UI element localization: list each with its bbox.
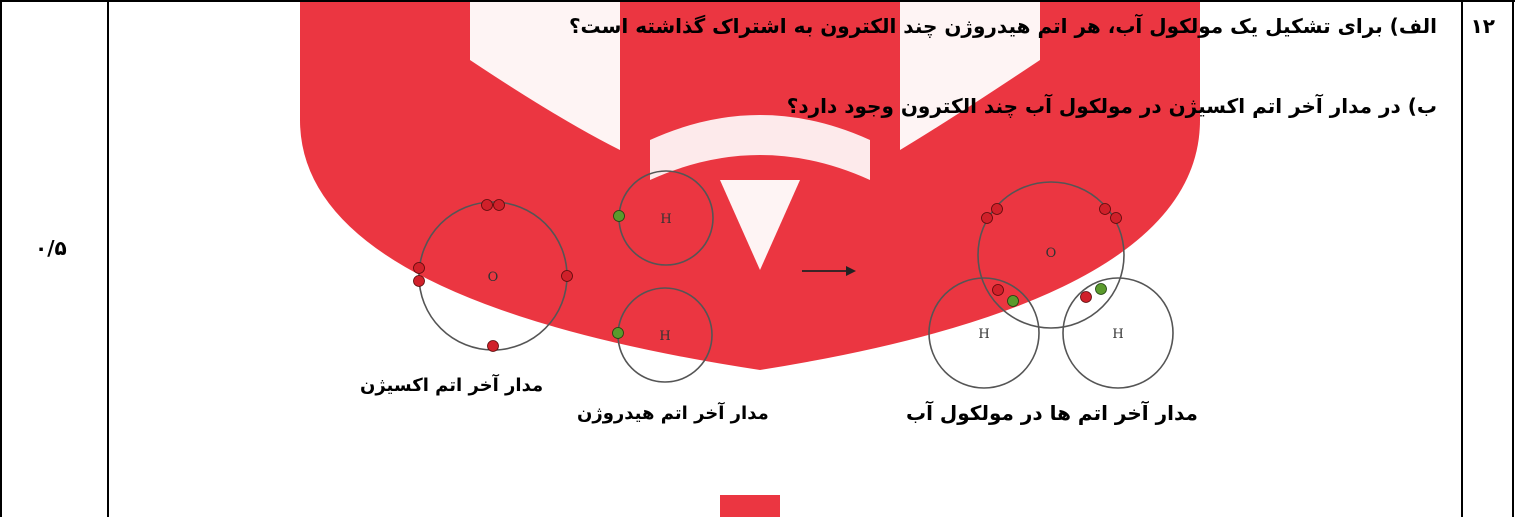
hydrogen-label: H bbox=[978, 327, 989, 342]
oxygen-atom: O bbox=[413, 199, 573, 352]
water-oxygen-electrons bbox=[981, 203, 1122, 303]
hydrogen-atom-top: H bbox=[613, 170, 714, 266]
question-number: ۱۲ bbox=[1470, 14, 1495, 38]
table-border-left bbox=[0, 0, 2, 517]
water-molecule: O H H bbox=[928, 181, 1174, 389]
reaction-arrow bbox=[802, 266, 856, 276]
oxygen-label: O bbox=[1046, 246, 1057, 261]
oxygen-electrons bbox=[413, 199, 573, 352]
score-value: ۰/۵ bbox=[35, 236, 67, 260]
table-border-right bbox=[1512, 0, 1514, 517]
table-border-col-number bbox=[1461, 0, 1463, 517]
hydrogen-label: H bbox=[1112, 327, 1123, 342]
hydrogen-label: H bbox=[660, 212, 671, 227]
table-border-top bbox=[0, 0, 1515, 2]
table-border-col-score bbox=[107, 0, 109, 517]
caption-hydrogen-shell: مدار آخر اتم هیدروژن bbox=[577, 403, 769, 424]
question-part-a: الف) برای تشکیل یک مولکول آب، هر اتم هید… bbox=[568, 14, 1437, 38]
caption-water-shell: مدار آخر اتم ها در مولکول آب bbox=[906, 401, 1198, 425]
question-part-b: ب) در مدار آخر اتم اکسیژن در مولکول آب چ… bbox=[786, 94, 1437, 118]
oxygen-label: O bbox=[488, 270, 499, 285]
hydrogen-atom-bottom: H bbox=[612, 287, 713, 383]
water-hydrogen-electrons bbox=[1007, 283, 1107, 307]
caption-oxygen-shell: مدار آخر اتم اکسیژن bbox=[360, 375, 544, 396]
hydrogen-label: H bbox=[659, 329, 670, 344]
